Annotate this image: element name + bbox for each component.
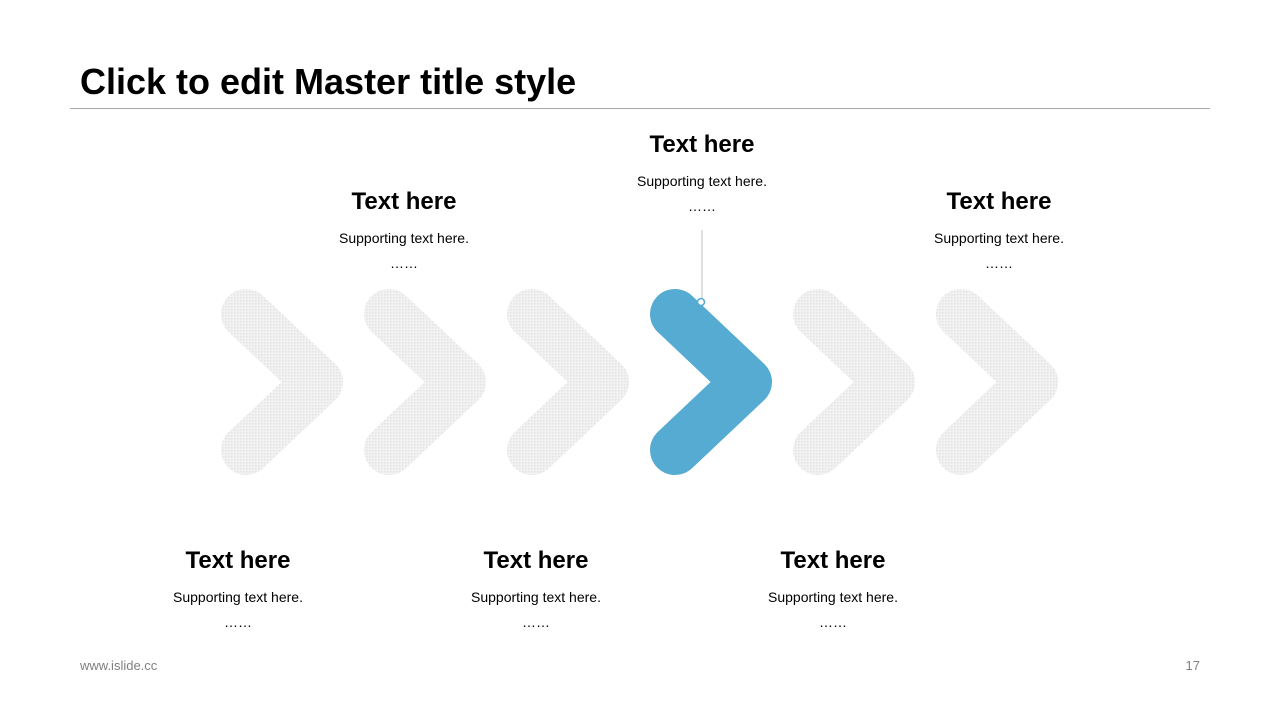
bottom-block-2-title[interactable]: Text here [483,547,589,574]
bottom-block-1-title[interactable]: Text here [185,547,291,574]
top-text-block-2: Text here Supporting text here. …… [582,130,822,214]
top-block-1-supporting-text[interactable]: Supporting text here. [339,230,469,246]
chevron-icon-4-highlighted [650,289,772,475]
chevron-icon-1 [221,289,343,475]
top-block-3-supporting-text[interactable]: Supporting text here. [934,230,1064,246]
page-number: 17 [1185,658,1200,673]
bottom-text-block-1: Text here Supporting text here. …… [118,546,358,630]
slide-title[interactable]: Click to edit Master title style [80,61,577,102]
bottom-text-block-3: Text here Supporting text here. …… [713,546,953,630]
bottom-block-3-title[interactable]: Text here [780,547,886,574]
bottom-block-2-supporting-text[interactable]: Supporting text here. [471,589,601,605]
top-block-2-ellipsis: …… [688,198,716,214]
top-block-2-supporting-text[interactable]: Supporting text here. [637,173,767,189]
top-text-block-1: Text here Supporting text here. …… [284,187,524,271]
top-block-1-title[interactable]: Text here [351,188,457,215]
chevron-icon-3 [507,289,629,475]
chevron-icon-2 [364,289,486,475]
top-block-1-ellipsis: …… [390,255,418,271]
top-block-3-ellipsis: …… [985,255,1013,271]
bottom-block-2-ellipsis: …… [522,614,550,630]
callout-connector-dot [696,297,706,307]
bottom-block-3-supporting-text[interactable]: Supporting text here. [768,589,898,605]
top-block-2-title[interactable]: Text here [649,131,755,158]
footer-url: www.islide.cc [80,658,158,673]
chevron-icon-5 [793,289,915,475]
bottom-block-3-ellipsis: …… [819,614,847,630]
bottom-block-1-ellipsis: …… [224,614,252,630]
title-divider [70,108,1210,109]
bottom-block-1-supporting-text[interactable]: Supporting text here. [173,589,303,605]
bottom-text-block-2: Text here Supporting text here. …… [416,546,656,630]
top-block-3-title[interactable]: Text here [946,188,1052,215]
top-text-block-3: Text here Supporting text here. …… [879,187,1119,271]
chevron-icon-6 [936,289,1058,475]
